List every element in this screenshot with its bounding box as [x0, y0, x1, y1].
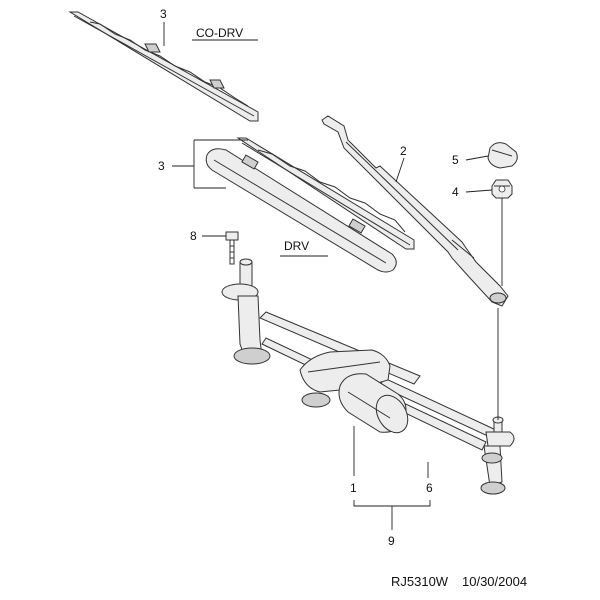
bolt — [225, 231, 239, 265]
label-co-drv: CO-DRV — [196, 26, 243, 40]
diagram-footer: RJ5310W 10/30/2004 — [391, 574, 527, 589]
callout-labels: 3 CO-DRV 2 5 4 3 8 DRV 1 6 9 — [158, 7, 459, 548]
wiper-arm — [321, 115, 509, 307]
label-drv: DRV — [284, 239, 309, 253]
label-cap: 5 — [452, 153, 459, 167]
drawing-code: RJ5310W — [391, 574, 449, 589]
wiper-blade-co-drv — [68, 11, 259, 122]
label-blade-drv: 3 — [158, 159, 165, 173]
label-wiper-arm: 2 — [400, 144, 407, 158]
leader-lines — [163, 22, 503, 530]
label-motor: 1 — [350, 481, 357, 495]
label-assembly: 9 — [388, 534, 395, 548]
label-nut: 4 — [452, 185, 459, 199]
label-blade-top: 3 — [160, 7, 167, 21]
nut — [491, 179, 513, 199]
label-linkage: 6 — [426, 481, 433, 495]
wiper-blade-drv — [205, 137, 415, 273]
drawing-date: 10/30/2004 — [462, 574, 527, 589]
wiper-linkage-assembly — [221, 258, 515, 495]
wiper-arm-cap — [487, 142, 518, 169]
label-bolt: 8 — [190, 229, 197, 243]
